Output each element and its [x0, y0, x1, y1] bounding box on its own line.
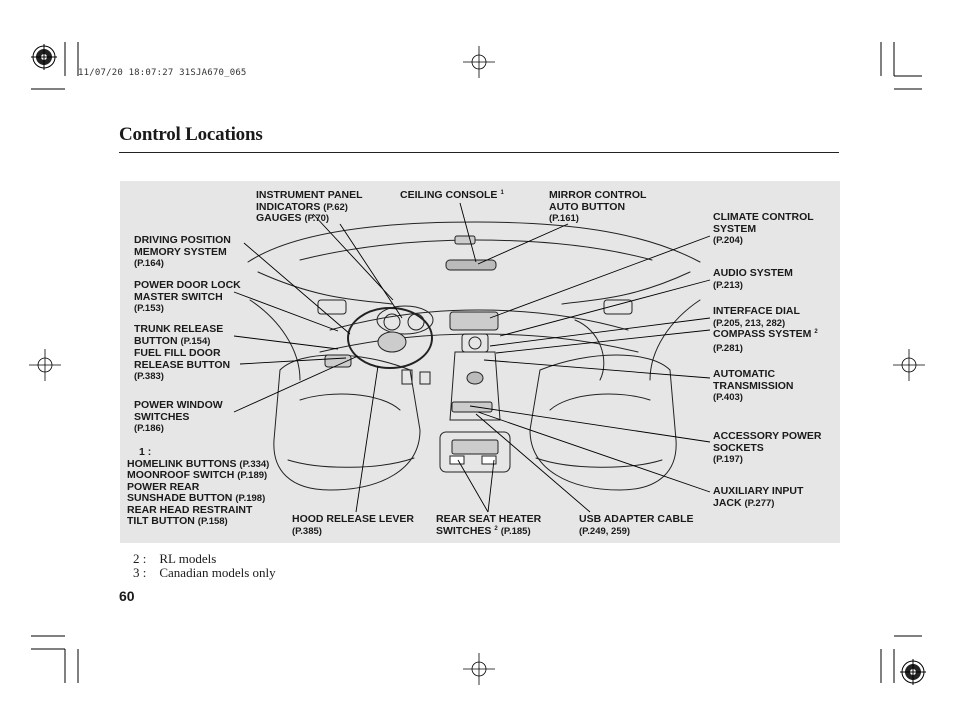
callout-driving-position: DRIVING POSITION MEMORY SYSTEM (P.164) [134, 234, 231, 270]
page-title: Control Locations [119, 124, 263, 145]
callout-line: JACK [713, 496, 742, 509]
callout-climate-control: CLIMATE CONTROL SYSTEM (P.204) [713, 211, 814, 247]
callout-mirror-control: MIRROR CONTROL AUTO BUTTON (P.161) [549, 189, 647, 225]
callout-auxiliary-input: AUXILIARY INPUT JACK (P.277) [713, 485, 804, 509]
page-ref: (P.185) [500, 525, 531, 537]
callout-automatic-transmission: AUTOMATIC TRANSMISSION (P.403) [713, 368, 794, 404]
callout-line: BUTTON [134, 334, 178, 347]
callout-line: INDICATORS [256, 200, 321, 213]
page-ref: (P.198) [235, 493, 266, 504]
callout-line: REAR SEAT HEATER [436, 513, 542, 525]
page-ref: (P.197) [713, 454, 743, 465]
page-ref: (P.158) [197, 516, 228, 527]
callout-line: TRUNK RELEASE [134, 323, 224, 335]
callout-line: POWER DOOR LOCK [134, 279, 241, 291]
page-ref: (P.249, 259) [579, 525, 631, 537]
callout-hood-release: HOOD RELEASE LEVER (P.385) [292, 513, 414, 537]
page-ref: (P.383) [134, 371, 164, 382]
page-ref: (P.164) [134, 258, 164, 269]
callout-line: SWITCHES [134, 410, 190, 423]
diagram-panel [120, 181, 840, 543]
page-ref: (P.189) [237, 470, 268, 481]
callout-door-lock: POWER DOOR LOCK MASTER SWITCH (P.153) [134, 279, 241, 315]
callout-line: TILT BUTTON [127, 515, 195, 527]
callout-line: RELEASE BUTTON [134, 358, 231, 371]
callout-line: MASTER SWITCH [134, 290, 223, 303]
page-ref: (P.186) [134, 423, 164, 434]
callout-usb-adapter: USB ADAPTER CABLE (P.249, 259) [579, 513, 694, 537]
callout-ceiling-group: 1 : HOMELINK BUTTONS (P.334) MOONROOF SW… [127, 446, 270, 528]
callout-line: AUDIO SYSTEM [713, 267, 793, 279]
callout-line: MIRROR CONTROL [549, 189, 647, 201]
callout-line: POWER WINDOW [134, 399, 223, 411]
callout-line: SYSTEM [713, 222, 757, 235]
page-ref: (P.161) [549, 213, 579, 224]
callout-line: TRANSMISSION [713, 379, 794, 392]
callout-line: AUTO BUTTON [549, 200, 626, 213]
callout-line: POWER REAR [127, 480, 200, 493]
page-ref: (P.213) [713, 279, 743, 291]
callout-interface-dial: INTERFACE DIAL (P.205, 213, 282) COMPASS… [713, 305, 818, 354]
footnote-marker: 2 [494, 525, 498, 532]
callout-fuel-door: FUEL FILL DOOR RELEASE BUTTON (P.383) [134, 347, 231, 383]
page-ref: (P.62) [323, 201, 348, 213]
callout-line: MEMORY SYSTEM [134, 245, 227, 258]
callout-line: MOONROOF SWITCH [127, 469, 235, 481]
callout-line: SUNSHADE BUTTON [127, 492, 233, 504]
callout-line: INTERFACE DIAL [713, 305, 800, 317]
callout-line: SWITCHES [436, 524, 492, 537]
callout-power-window: POWER WINDOW SWITCHES (P.186) [134, 399, 223, 435]
footnote-marker: 1 [500, 190, 504, 196]
page-ref: (P.70) [304, 213, 330, 224]
footnote-canadian-models: 3 : Canadian models only [133, 565, 276, 580]
page-ref: (P.281) [713, 342, 743, 354]
callout-line: CLIMATE CONTROL [713, 211, 814, 223]
callout-line: ACCESSORY POWER [713, 430, 822, 442]
callout-line: CEILING CONSOLE [400, 189, 498, 201]
page-number: 60 [119, 588, 135, 604]
callout-line: DRIVING POSITION [134, 234, 231, 246]
callout-line: HOOD RELEASE LEVER [292, 513, 414, 525]
page-ref: (P.334) [239, 458, 270, 470]
print-stamp: 11/07/20 18:07:27 31SJA670_065 [78, 68, 247, 78]
callout-trunk-release: TRUNK RELEASE BUTTON (P.154) [134, 323, 224, 347]
page-ref: (P.153) [134, 303, 164, 314]
callout-line: COMPASS SYSTEM [713, 328, 812, 340]
group-marker: 1 : [139, 446, 152, 458]
footnote-marker: 2 [814, 329, 818, 335]
page-ref: (P.403) [713, 392, 743, 403]
callout-audio-system: AUDIO SYSTEM (P.213) [713, 267, 793, 291]
page-ref: (P.277) [744, 497, 775, 509]
callout-line: SOCKETS [713, 441, 764, 454]
callout-line: GAUGES [256, 212, 302, 224]
page-ref: (P.205, 213, 282) [713, 317, 786, 329]
page-ref: (P.154) [180, 335, 211, 347]
callout-line: AUTOMATIC [713, 368, 776, 380]
title-rule [119, 152, 839, 153]
callout-line: HOMELINK BUTTONS [127, 457, 237, 470]
callout-accessory-sockets: ACCESSORY POWER SOCKETS (P.197) [713, 430, 822, 466]
callout-line: AUXILIARY INPUT [713, 485, 804, 497]
callout-line: USB ADAPTER CABLE [579, 513, 694, 525]
callout-line: REAR HEAD RESTRAINT [127, 503, 253, 516]
callout-line: FUEL FILL DOOR [134, 347, 221, 359]
footnote-rl-models: 2 : RL models [133, 551, 217, 566]
page-ref: (P.385) [292, 525, 322, 537]
callout-line: INSTRUMENT PANEL [256, 189, 363, 201]
callout-instrument-panel: INSTRUMENT PANEL INDICATORS (P.62) GAUGE… [256, 189, 363, 225]
page-ref: (P.204) [713, 235, 743, 246]
